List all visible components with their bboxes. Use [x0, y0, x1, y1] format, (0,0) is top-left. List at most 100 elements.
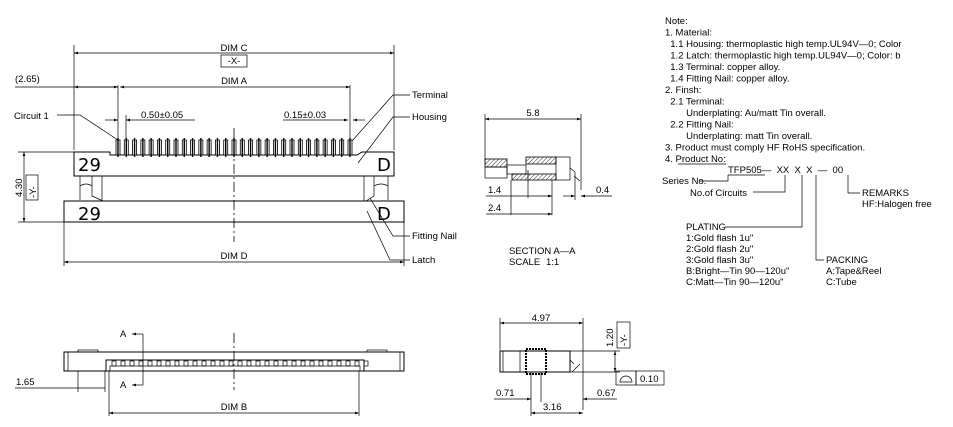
- plating-option: 3:Gold flash 3u": [686, 255, 753, 266]
- section-width-label: 5.8: [526, 108, 539, 119]
- plating-option: B:Bright—Tin 90—120u": [686, 266, 789, 277]
- housing-label: Housing: [412, 112, 447, 123]
- section-a-a: 5.8 1.4 2.4 0.4 SECTION A—A SCALE 1:1: [484, 108, 612, 268]
- note-line: 1. Material:: [665, 28, 712, 39]
- housing: [73, 151, 395, 177]
- bottom-pin: [174, 360, 180, 367]
- bottom-pin: [354, 360, 360, 367]
- bottom-pin: [273, 360, 279, 367]
- bottom-pins: [111, 360, 369, 367]
- bottom-pin: [318, 360, 324, 367]
- section-title: SECTION A—A: [509, 246, 576, 257]
- bottom-pin: [228, 360, 234, 367]
- bottom-pin: [201, 360, 207, 367]
- bottom-pin: [345, 360, 351, 367]
- note-line: 1.2 Latch: thermoplastic high temp.UL94V…: [665, 51, 901, 62]
- section-d3-label: 0.4: [596, 185, 609, 196]
- offset-label: (2.65): [15, 74, 40, 85]
- side-left-label: 0.71: [496, 388, 515, 399]
- circuits-label: No.of Circuits: [690, 188, 747, 199]
- section-d1-label: 1.4: [488, 185, 501, 196]
- plating-option: 2:Gold flash 2u": [686, 244, 753, 255]
- fitting-nail-label: Fitting Nail: [412, 231, 457, 242]
- note-line: Underplating: Au/matt Tin overall.: [665, 108, 826, 119]
- dim-d-label: DIM D: [221, 251, 248, 262]
- bottom-pin: [183, 360, 189, 367]
- datum-y-label: -Y-: [28, 186, 39, 198]
- bottom-pin: [255, 360, 261, 367]
- side-view: 4.97 1.20 -Y- 0.10 0.71 0.67 3.16: [494, 313, 665, 416]
- height-label: 4.30: [14, 179, 25, 198]
- top-view: DIM C -X- (2.65) DIM A Circuit 1 0.50±0.…: [14, 43, 457, 266]
- latch-label: Latch: [412, 255, 435, 266]
- note-line: 2.1 Terminal:: [665, 97, 725, 108]
- bottom-pin: [363, 360, 369, 367]
- latch-mark-letter: D: [377, 204, 391, 225]
- pitch-label: 0.50±0.05: [141, 110, 183, 121]
- latch-mark-number: 29: [78, 204, 101, 225]
- packing-label: PACKING: [826, 255, 868, 266]
- section-scale-label: SCALE: [509, 257, 540, 268]
- bottom-pin: [327, 360, 333, 367]
- housing-mark-number: 29: [78, 155, 101, 176]
- bottom-pin: [138, 360, 144, 367]
- bottom-view: A A 1.65 DIM B: [15, 329, 405, 416]
- plating-label: PLATING: [686, 222, 726, 233]
- bottom-pin: [156, 360, 162, 367]
- plating-option: 1:Gold flash 1u": [686, 233, 753, 244]
- bottom-pin: [300, 360, 306, 367]
- datum-x-box: [220, 54, 248, 68]
- bottom-pin: [237, 360, 243, 367]
- section-mark-top: A: [120, 329, 127, 340]
- notes: Note: 1. Material: 1.1 Housing: thermopl…: [662, 16, 932, 288]
- side-right-label: 0.67: [597, 388, 616, 399]
- note-line: 2. Finsh:: [665, 85, 701, 96]
- bottom-pin: [210, 360, 216, 367]
- bottom-pin: [219, 360, 225, 367]
- plating-option: C:Matt—Tin 90—120u": [686, 277, 784, 288]
- datum-x-label: -X-: [228, 56, 241, 67]
- pin-width-label: 0.15±0.03: [284, 110, 326, 121]
- housing-mark-letter: D: [377, 155, 391, 176]
- part-number: TFP505— XX X X — 00: [728, 165, 843, 176]
- bottom-pin: [246, 360, 252, 367]
- side-span-label: 3.16: [543, 402, 562, 413]
- terminal-label: Terminal: [412, 90, 448, 101]
- note-line: 4. Product No:: [665, 154, 726, 165]
- profile-tolerance-icon: [619, 375, 633, 383]
- offset-1-65-label: 1.65: [16, 377, 35, 388]
- bottom-pin: [147, 360, 153, 367]
- note-line: 1.1 Housing: thermoplastic high temp.UL9…: [665, 39, 902, 50]
- section-scale-value: 1:1: [546, 257, 559, 268]
- series-no-label: Series No.: [662, 176, 706, 187]
- bottom-pin: [291, 360, 297, 367]
- bottom-pin: [309, 360, 315, 367]
- note-line: Underplating: matt Tin overall.: [665, 131, 812, 142]
- side-height-label: 1.20: [605, 329, 616, 348]
- remarks-hf: HF:Halogen free: [862, 199, 932, 210]
- bottom-pin: [120, 360, 126, 367]
- fitting-nail-right: [363, 176, 389, 202]
- packing-option: C:Tube: [826, 277, 857, 288]
- section-d2-label: 2.4: [488, 203, 501, 214]
- side-width-label: 4.97: [532, 313, 551, 324]
- dim-b-label: DIM B: [221, 402, 247, 413]
- note-line: 1.3 Terminal: copper alloy.: [665, 62, 780, 73]
- bottom-pin: [129, 360, 135, 367]
- circuit1-label: Circuit 1: [14, 111, 49, 122]
- section-mark-bottom: A: [120, 380, 127, 391]
- note-line: Note:: [665, 16, 688, 27]
- bottom-pin: [264, 360, 270, 367]
- bottom-pin: [282, 360, 288, 367]
- bottom-pin: [165, 360, 171, 367]
- packing-option: A:Tape&Reel: [826, 266, 881, 277]
- flatness-label: 0.10: [640, 374, 659, 385]
- dim-a-label: DIM A: [221, 76, 248, 87]
- fitting-nail-left: [79, 176, 104, 202]
- bottom-pin: [336, 360, 342, 367]
- bottom-pin: [192, 360, 198, 367]
- note-line: 2.2 Fitting Nail:: [665, 120, 734, 131]
- side-datum-y-label: -Y-: [619, 334, 630, 346]
- remarks-label: REMARKS: [862, 188, 909, 199]
